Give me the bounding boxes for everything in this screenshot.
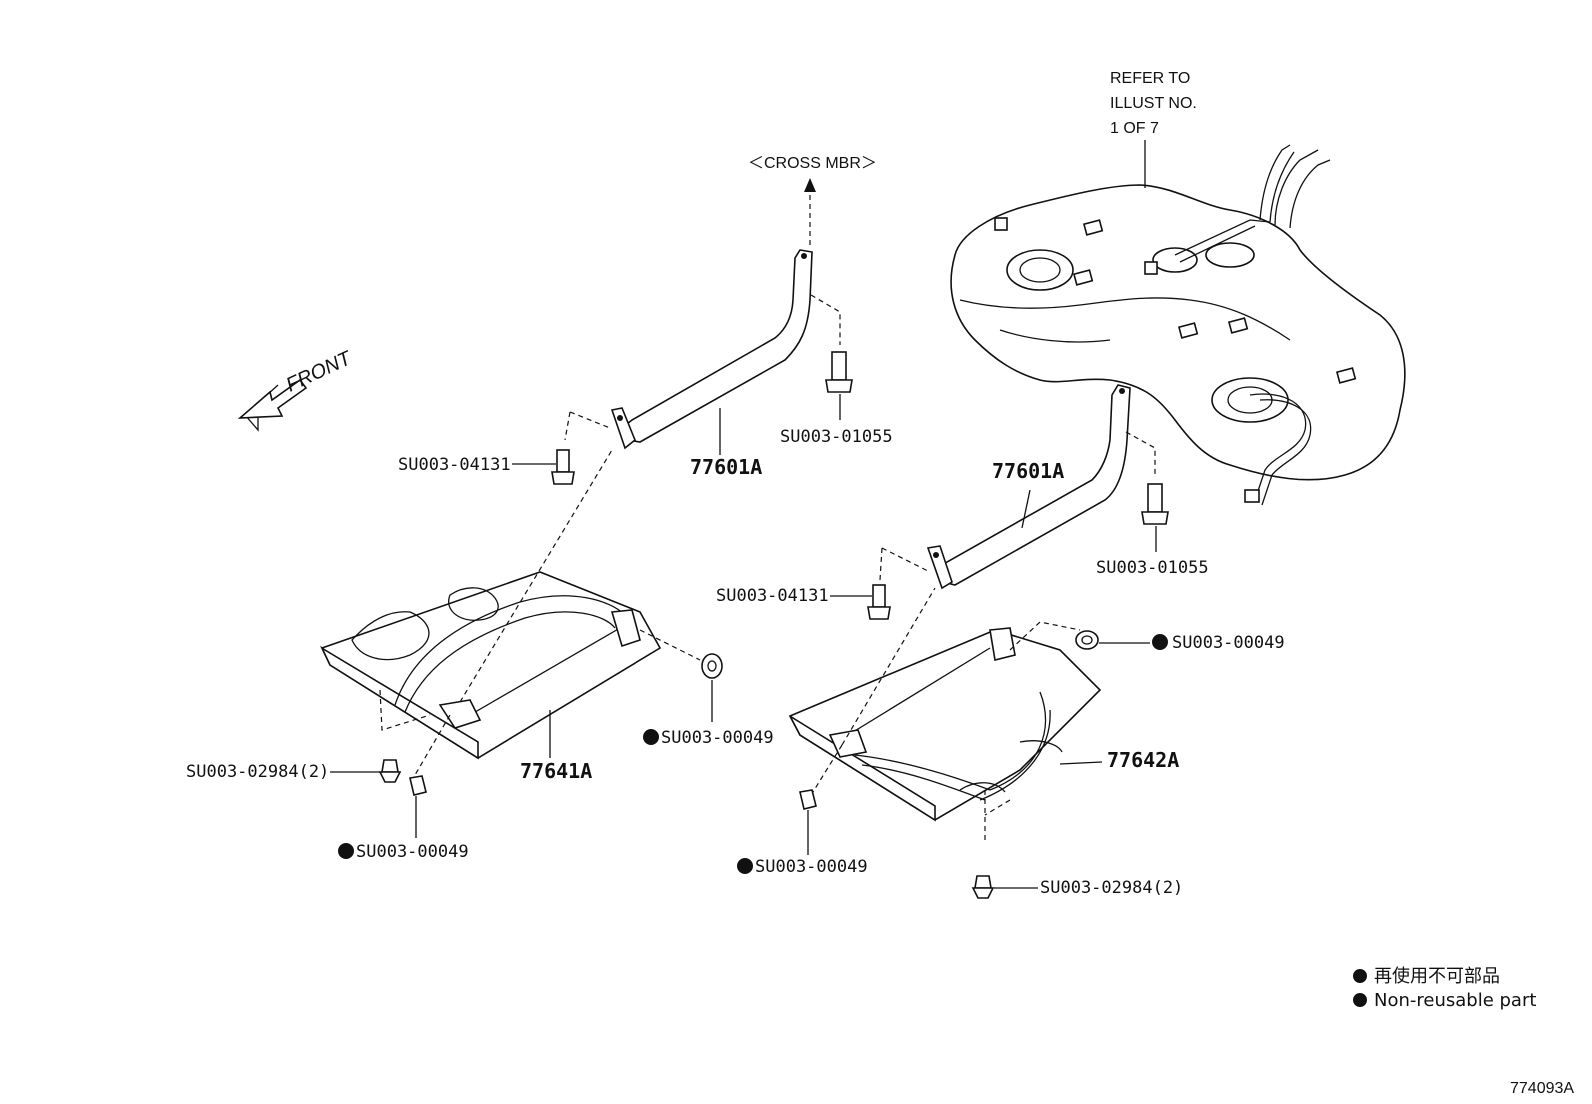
refer-note: REFER TO ILLUST NO. 1 OF 7: [1110, 70, 1197, 188]
refer-note-line-1: REFER TO: [1110, 70, 1190, 87]
cover-right: [788, 587, 1102, 840]
fuel-tank: [950, 144, 1406, 506]
legend-en: Non-reusable part: [1374, 990, 1536, 1011]
non-reusable-marker-icon: [1353, 993, 1367, 1007]
nut-left-bottom: [409, 775, 427, 838]
cross-member-label: ＜CROSS MBR＞: [748, 155, 877, 172]
legend: 再使用不可部品 Non-reusable part: [1353, 966, 1536, 1011]
bolt-right-mid-label: SU003-01055: [1096, 558, 1209, 578]
non-reusable-marker-icon: [643, 729, 659, 745]
nut-left: [701, 653, 723, 722]
refer-note-line-3: 1 OF 7: [1110, 120, 1159, 137]
non-reusable-marker-icon: [1353, 969, 1367, 983]
nut-left-bottom-label: SU003-00049: [356, 842, 469, 862]
cover-left: [320, 449, 701, 776]
nut-right: [1075, 630, 1150, 650]
cover-left-label: 77641A: [520, 759, 592, 783]
cross-member-indicator: ＜CROSS MBR＞: [748, 155, 877, 245]
refer-note-line-2: ILLUST NO.: [1110, 95, 1197, 112]
bolt-right-top: [825, 351, 853, 420]
strap-left-label: 77601A: [690, 455, 762, 479]
front-arrow-icon: [237, 378, 308, 419]
up-arrow-icon: [804, 178, 816, 192]
strap-left: [564, 249, 841, 450]
strap-right-label: 77601A: [992, 459, 1064, 483]
bolt-left-top-label: SU003-04131: [398, 455, 511, 475]
illustration-id: 774093A: [1510, 1080, 1574, 1097]
strap-right: [879, 384, 1156, 590]
nut-right-bottom: [799, 789, 817, 855]
bolt-left-top: [512, 449, 575, 485]
bolt-right-top-label: SU003-01055: [780, 427, 893, 447]
bolt-left-mid-label: SU003-04131: [716, 586, 829, 606]
clip-left-label: SU003-02984(2): [186, 762, 329, 782]
clip-left: [330, 759, 402, 783]
bolt-left-mid: [830, 584, 891, 620]
clip-right-label: SU003-02984(2): [1040, 878, 1183, 898]
non-reusable-marker-icon: [1152, 634, 1168, 650]
cover-right-label: 77642A: [1107, 748, 1179, 772]
bolt-right-mid: [1141, 483, 1169, 552]
nut-left-label: SU003-00049: [661, 728, 774, 748]
nut-right-label: SU003-00049: [1172, 633, 1285, 653]
front-label: FRONT: [283, 347, 356, 397]
front-indicator: FRONT: [237, 347, 356, 432]
clip-right: [971, 875, 1038, 899]
legend-jp: 再使用不可部品: [1374, 966, 1500, 987]
non-reusable-marker-icon: [737, 858, 753, 874]
non-reusable-marker-icon: [338, 843, 354, 859]
nut-right-bottom-label: SU003-00049: [755, 857, 868, 877]
